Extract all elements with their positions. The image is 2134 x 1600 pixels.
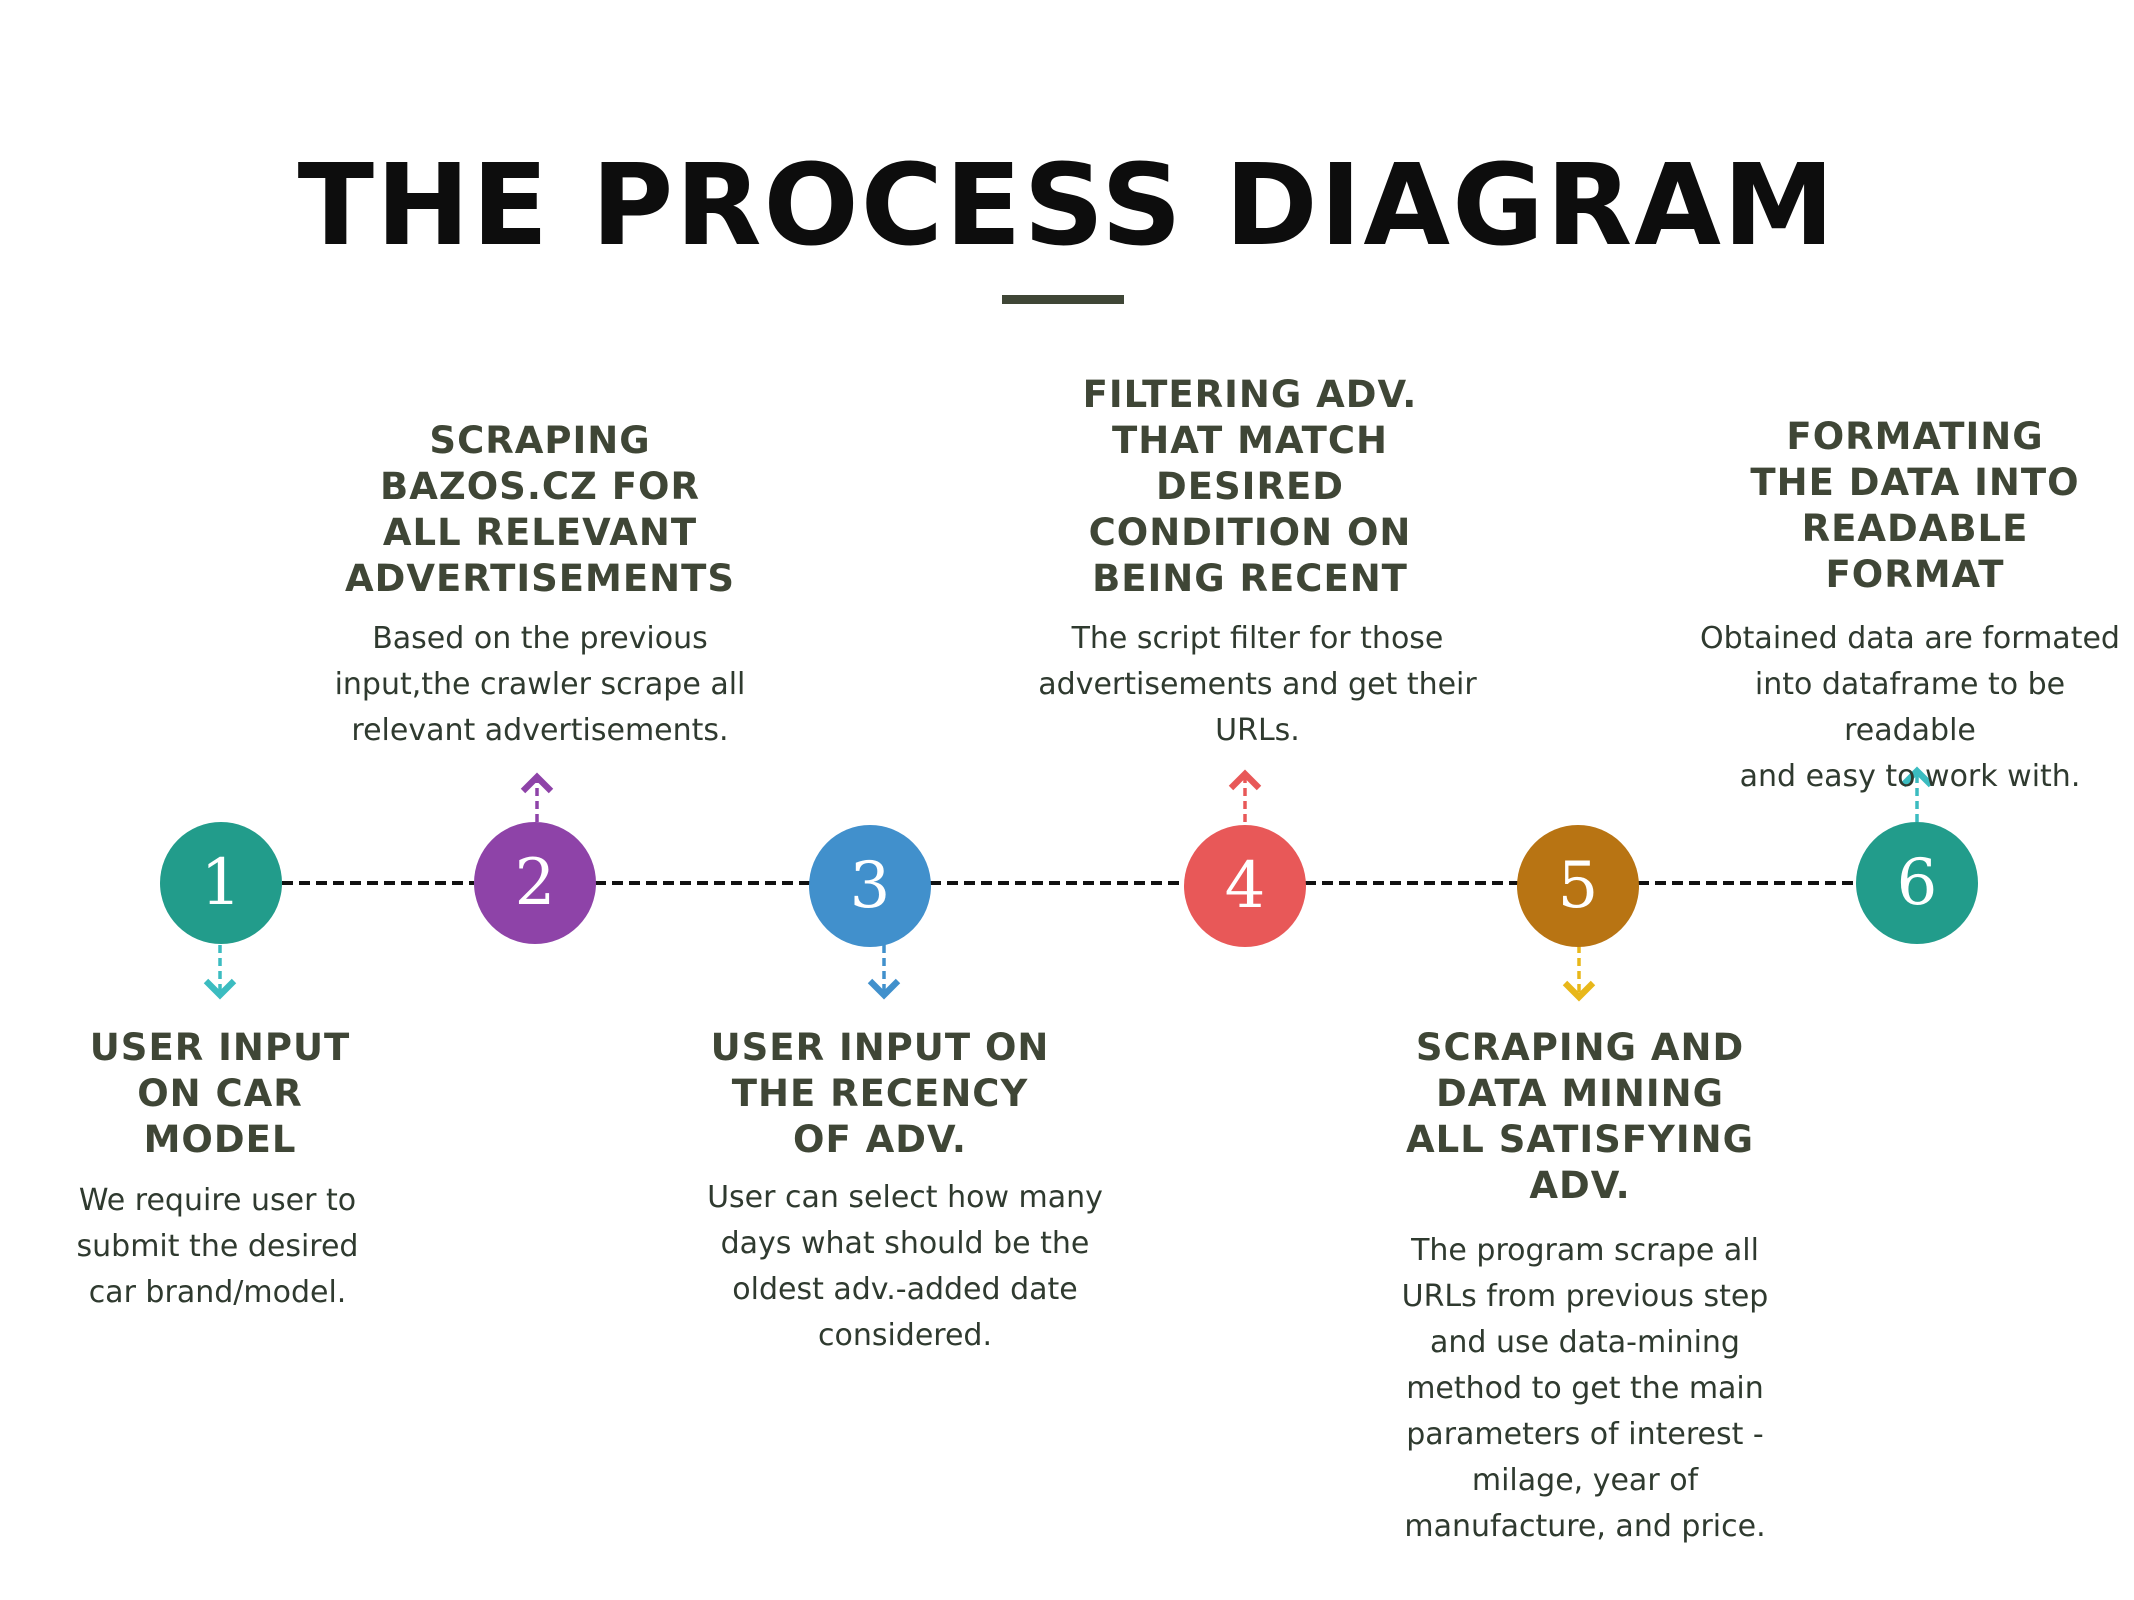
step-node-3: 3: [809, 825, 931, 947]
step-number-4: 4: [1225, 849, 1266, 923]
step-circle-6: [1856, 822, 1978, 944]
step-circle-1: [160, 822, 282, 944]
step-heading-5: SCRAPING AND DATA MINING ALL SATISFYING …: [1406, 1026, 1754, 1207]
step-heading-6: FORMATING THE DATA INTO READABLE FORMAT: [1750, 415, 2080, 596]
step-description-1: We require user to submit the desired ca…: [76, 1183, 359, 1310]
step-description-6: Obtained data are formated into datafram…: [1700, 621, 2120, 794]
step-node-1: 1: [160, 822, 282, 944]
step-node-2: 2: [474, 822, 596, 944]
step-description-5: The program scrape all URLs from previou…: [1401, 1233, 1769, 1544]
step-number-1: 1: [201, 846, 242, 920]
step-number-3: 3: [850, 849, 891, 923]
step-node-6: 6: [1856, 822, 1978, 944]
step-circle-5: [1517, 825, 1639, 947]
step-description-2: Based on the previous input,the crawler …: [334, 621, 746, 748]
step-heading-2: SCRAPING BAZOS.CZ FOR ALL RELEVANT ADVER…: [345, 419, 735, 600]
page-title: THE PROCESS DIAGRAM: [297, 141, 1837, 271]
step-number-6: 6: [1897, 846, 1938, 920]
step-heading-3: USER INPUT ON THE RECENCY OF ADV.: [710, 1026, 1050, 1161]
step-circle-4: [1184, 825, 1306, 947]
step-number-5: 5: [1558, 849, 1599, 923]
step-heading-4: FILTERING ADV. THAT MATCH DESIRED CONDIT…: [1082, 373, 1418, 600]
step-node-4: 4: [1184, 825, 1306, 947]
step-heading-1: USER INPUT ON CAR MODEL: [89, 1026, 351, 1161]
step-description-4: The script filter for those advertisemen…: [1038, 621, 1477, 748]
step-circle-3: [809, 825, 931, 947]
step-circle-2: [474, 822, 596, 944]
step-node-5: 5: [1517, 825, 1639, 947]
step-number-2: 2: [515, 846, 556, 920]
title-underline: [1002, 295, 1124, 304]
step-description-3: User can select how many days what shoul…: [707, 1180, 1103, 1353]
